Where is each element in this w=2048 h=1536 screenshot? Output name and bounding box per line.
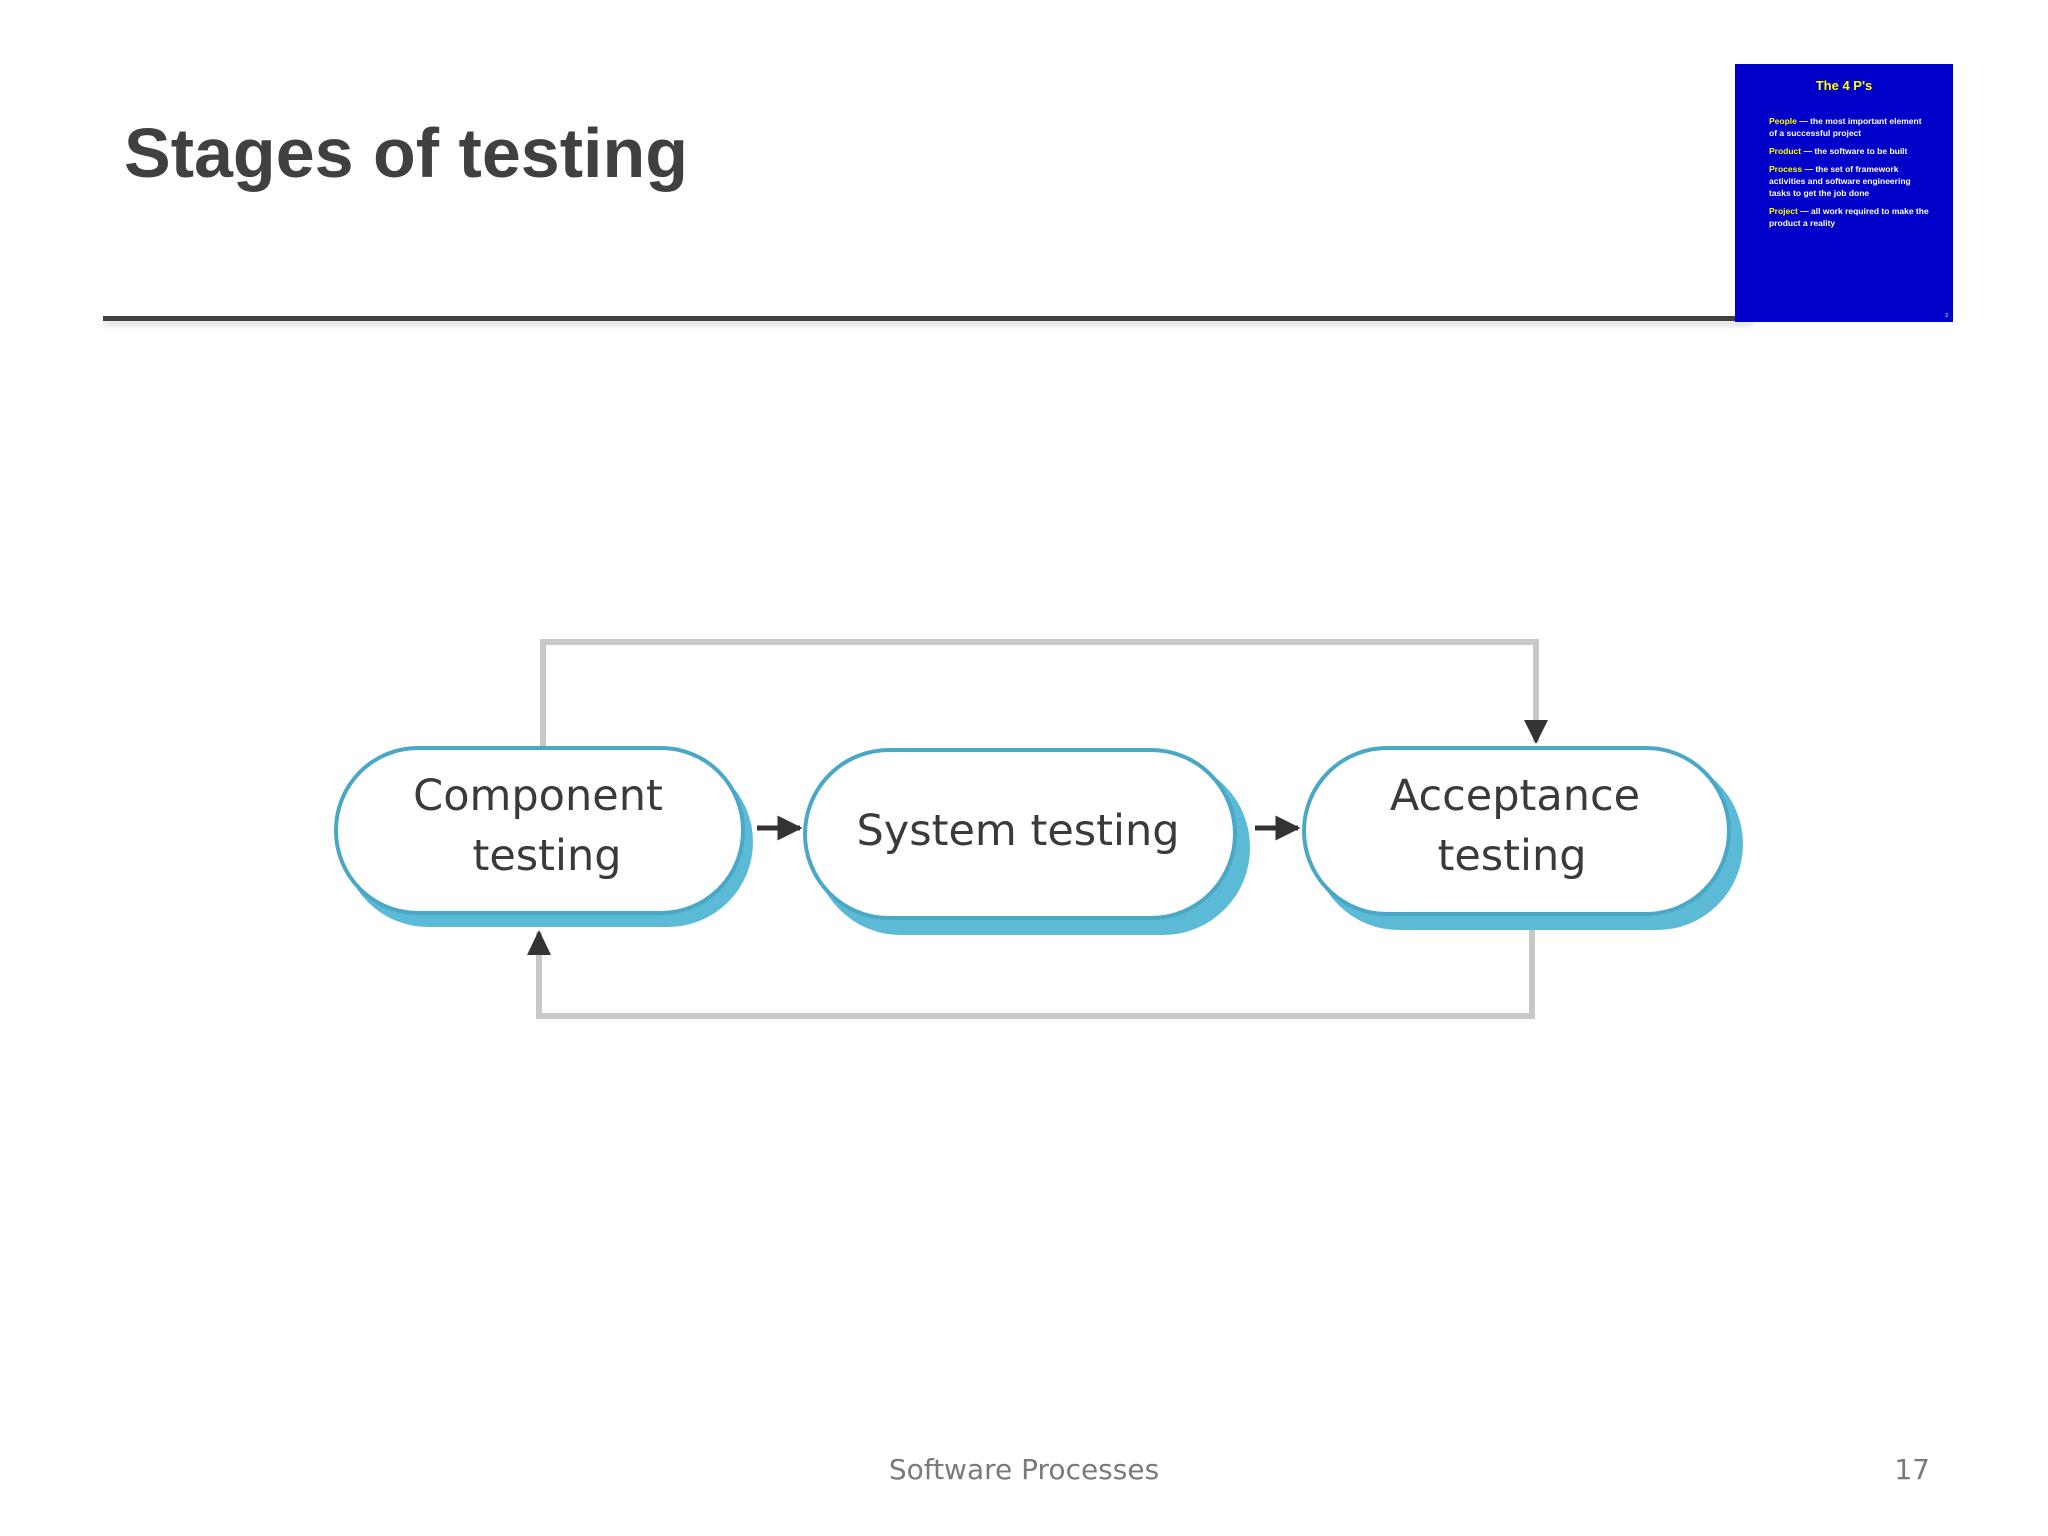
thumbnail-text: — the software to be built (1801, 146, 1907, 156)
thumbnail-item-project: Project — all work required to make the … (1769, 205, 1931, 229)
title-underline (103, 316, 1753, 321)
thumbnail-title: The 4 P's (1757, 78, 1931, 93)
thumbnail-term: Process (1769, 164, 1802, 174)
stage-label-line: testing (1437, 831, 1586, 881)
thumbnail-term: Project (1769, 206, 1798, 216)
stage-component-testing: Component testing (336, 748, 753, 927)
thumbnail-term: Product (1769, 146, 1801, 156)
feedback-arrowhead-bottom (527, 930, 551, 955)
slide-thumbnail: The 4 P's People — the most important el… (1735, 64, 1953, 322)
feedback-connector-top (543, 642, 1536, 750)
footer-title: Software Processes (0, 1453, 2048, 1486)
slide-page-number: 17 (1894, 1453, 1930, 1486)
thumbnail-item-people: People — the most important element of a… (1769, 115, 1931, 139)
slide-title: Stages of testing (124, 108, 688, 198)
thumbnail-term: People (1769, 116, 1797, 126)
thumbnail-item-process: Process — the set of framework activitie… (1769, 163, 1931, 199)
stage-system-testing: System testing (805, 750, 1250, 935)
testing-stages-diagram: Component testing System testing Accepta… (320, 620, 1760, 1040)
feedback-arrowhead-top (1524, 720, 1548, 744)
stage-label-line: Component (413, 771, 663, 821)
stage-acceptance-testing: Acceptance testing (1304, 748, 1743, 930)
stage-label-line: Acceptance (1390, 771, 1640, 821)
thumbnail-page-number: 2 (1945, 313, 1948, 319)
stage-label-line: System testing (856, 806, 1179, 856)
thumbnail-item-product: Product — the software to be built (1769, 145, 1931, 157)
stage-label-line: testing (472, 831, 621, 881)
